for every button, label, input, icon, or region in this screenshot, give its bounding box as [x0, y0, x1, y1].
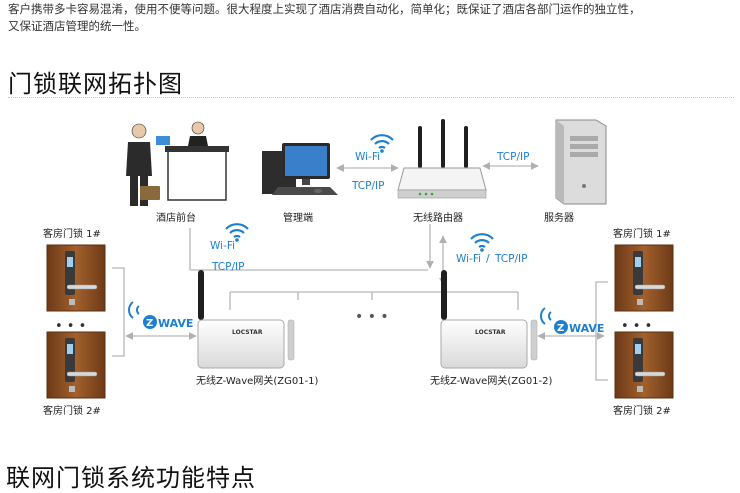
wifi-icon	[469, 233, 495, 253]
connection-lines	[112, 162, 608, 381]
server-illustration	[555, 119, 607, 205]
gateway-1-brand: LOCSTAR	[232, 329, 263, 336]
intro-text: 客户携带多卡容易混淆，使用不便等问题。很大程度上实现了酒店消费自动化，简单化；既…	[8, 1, 736, 35]
front-desk-label: 酒店前台	[156, 211, 196, 224]
zwave-text-right: WAVE	[569, 322, 604, 335]
title-divider	[8, 97, 734, 98]
gateway-2-label: 无线Z-Wave网关(ZG01-2)	[430, 374, 553, 387]
lock-right-2-label: 客房门锁 2#	[613, 404, 671, 417]
slash-label: /	[486, 253, 490, 265]
dots-right: • • •	[621, 319, 652, 334]
server-label: 服务器	[544, 211, 574, 224]
gateway-2-brand: LOCSTAR	[475, 329, 506, 336]
intro-line-1: 客户携带多卡容易混淆，使用不便等问题。很大程度上实现了酒店消费自动化，简单化；既…	[8, 2, 641, 16]
lock-left-2-label: 客房门锁 2#	[43, 404, 101, 417]
topology-diagram: 酒店前台 管理端 无线路由器 服务器 Wi-Fi TCP/IP TCP/IP W…	[43, 119, 674, 417]
management-label: 管理端	[283, 211, 313, 224]
gateway-1-label: 无线Z-Wave网关(ZG01-1)	[196, 374, 319, 387]
zwave-badge-z: Z	[146, 318, 153, 329]
router-label: 无线路由器	[413, 211, 463, 224]
tcpip-label-top: TCP/IP	[351, 180, 384, 192]
wireless-router-illustration	[397, 119, 487, 199]
wifi-label-top: Wi-Fi	[355, 151, 380, 163]
lock-right-1-label: 客房门锁 1#	[613, 227, 671, 240]
tcpip-label-mid: TCP/IP	[211, 261, 244, 273]
zwave-text-left: WAVE	[158, 317, 193, 330]
door-lock-right-1	[614, 244, 674, 312]
gateway-2-illustration: LOCSTAR	[440, 269, 538, 369]
zwave-logo-left: Z WAVE	[128, 301, 193, 330]
gateway-1-illustration: LOCSTAR	[197, 269, 295, 369]
next-section-title: 联网门锁系统功能特点	[6, 464, 256, 492]
wifi-label-right: Wi-Fi	[456, 253, 481, 265]
zwave-badge-z: Z	[557, 323, 564, 334]
tcpip-label-right: TCP/IP	[494, 253, 527, 265]
dots-center: • • •	[355, 309, 389, 325]
zwave-logo-right: Z WAVE	[540, 307, 604, 335]
door-lock-right-2	[614, 331, 674, 399]
intro-line-2: 又保证酒店管理的统一性。	[8, 19, 146, 33]
management-pc-illustration	[262, 143, 338, 195]
dots-left: • • •	[55, 319, 86, 334]
lock-left-1-label: 客房门锁 1#	[43, 227, 101, 240]
door-lock-left-2	[46, 331, 106, 399]
tcpip-label-server: TCP/IP	[496, 151, 529, 163]
door-lock-left-1	[46, 244, 106, 312]
front-desk-illustration	[126, 121, 229, 206]
section-title: 门锁联网拓扑图	[8, 70, 183, 98]
wifi-label-mid: Wi-Fi	[210, 240, 235, 252]
